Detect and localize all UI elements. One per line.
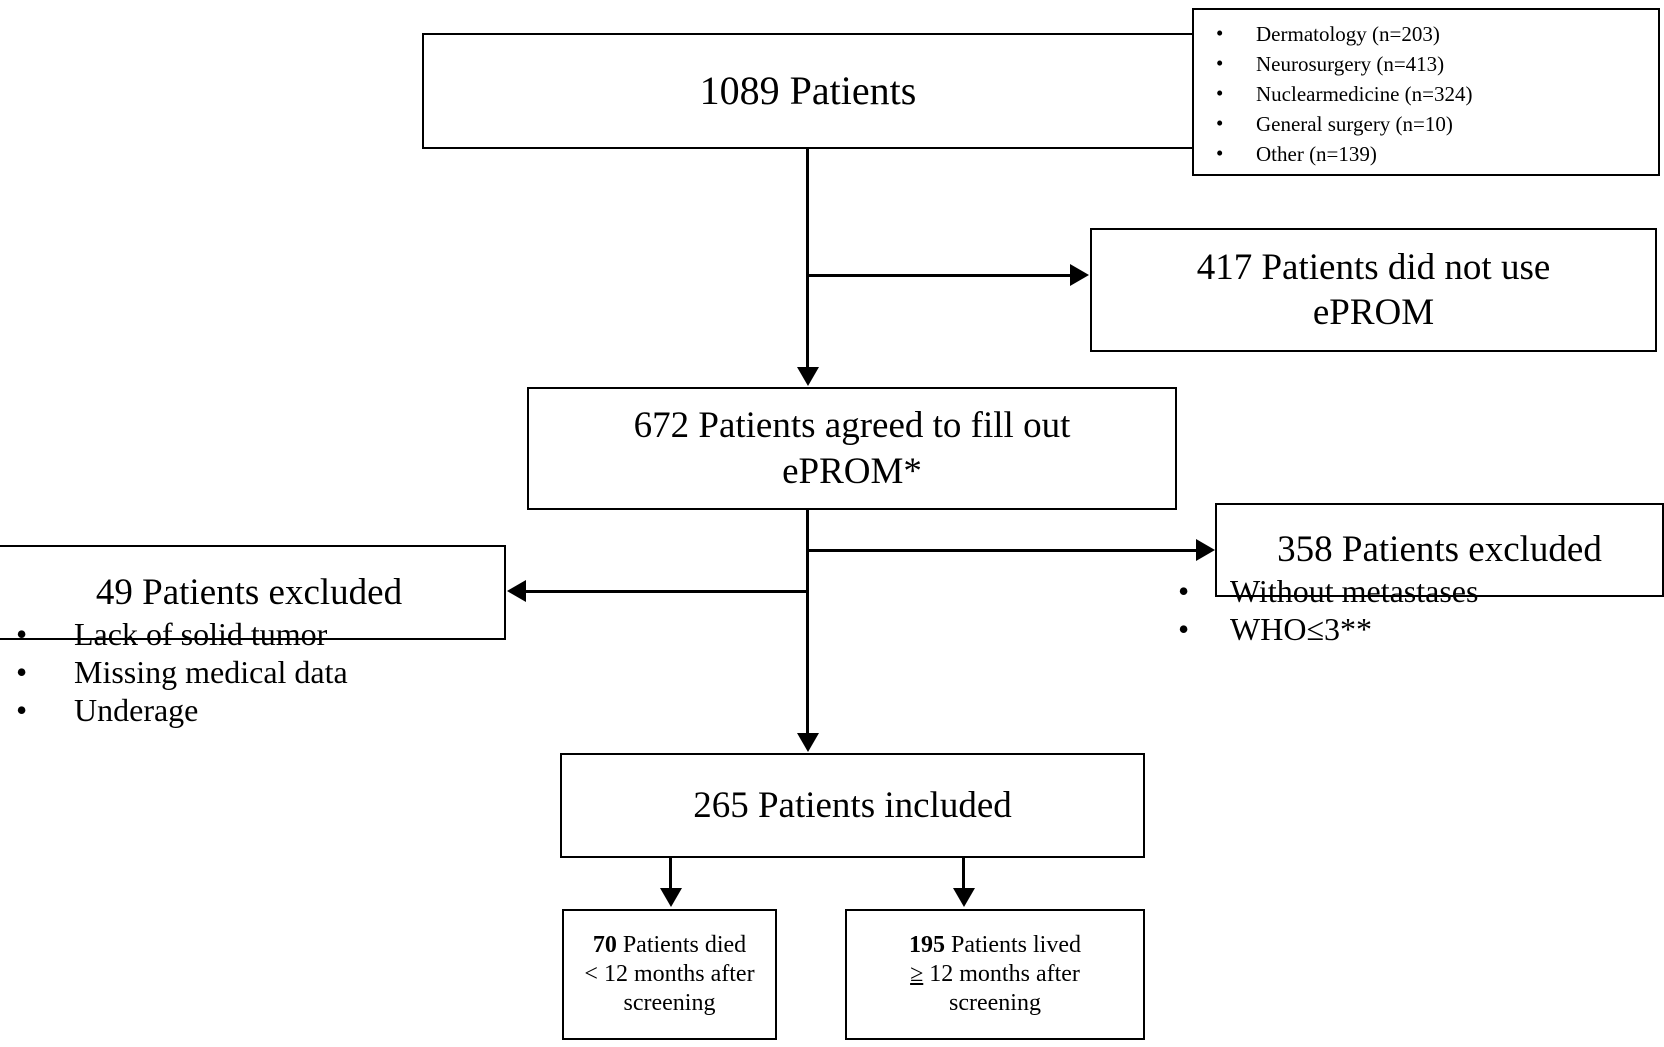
- arrowhead-to-included: [797, 733, 819, 752]
- list-item: • Dermatology (n=203): [1216, 20, 1658, 50]
- node-patients-died: 70 Patients died < 12 months after scree…: [562, 909, 777, 1040]
- bullet-icon: •: [1216, 140, 1224, 165]
- node-did-not-use-eprom-line1: 417 Patients did not use: [1196, 246, 1551, 288]
- connector-included-to-lived: [962, 858, 965, 892]
- node-agreed-to-fill-eprom-text: 672 Patients agreed to fill out ePROM*: [529, 403, 1175, 493]
- node-excluded-358: 358 Patients excluded: [1215, 503, 1664, 597]
- node-patients-lived-line3: screening: [949, 990, 1041, 1017]
- bullet-icon: •: [16, 654, 28, 690]
- arrowhead-to-died: [660, 888, 682, 907]
- node-referral-sources: • Dermatology (n=203) • Neurosurgery (n=…: [1192, 8, 1660, 176]
- node-patients-included-label: 265 Patients included: [693, 784, 1012, 826]
- bullet-icon: •: [1216, 51, 1224, 76]
- node-did-not-use-eprom-line2: ePROM: [1312, 292, 1435, 333]
- node-agreed-to-fill-eprom: 672 Patients agreed to fill out ePROM*: [527, 387, 1177, 510]
- connector-to-excluded-right: [806, 549, 1196, 552]
- node-patients-lived-symbol: ≥: [910, 960, 924, 987]
- node-patients-lived: 195 Patients lived ≥ 12 months after scr…: [845, 909, 1145, 1040]
- bullet-icon: •: [16, 692, 28, 728]
- node-patients-died-line1: Patients died: [616, 931, 747, 958]
- node-patients-died-count: 70: [592, 931, 617, 958]
- connector-to-not-used: [806, 274, 1070, 277]
- arrowhead-to-agreed: [797, 367, 819, 386]
- node-total-patients-label: 1089 Patients: [699, 67, 917, 113]
- node-patients-died-line3: screening: [623, 990, 716, 1017]
- list-item: • Nuclearmedicine (n=324): [1216, 80, 1658, 110]
- excluded-358-reasons-list: • Without metastases • WHO≤3**: [1178, 572, 1478, 648]
- node-patients-included: 265 Patients included: [560, 753, 1145, 858]
- node-patients-lived-text: 195 Patients lived ≥ 12 months after scr…: [847, 931, 1143, 1019]
- node-did-not-use-eprom-text: 417 Patients did not use ePROM: [1092, 245, 1655, 335]
- list-item: • Other (n=139): [1216, 140, 1658, 170]
- list-item: • Underage: [16, 691, 348, 729]
- excluded-49-reasons-list: • Lack of solid tumor • Missing medical …: [16, 615, 348, 729]
- list-item-label: Missing medical data: [74, 654, 348, 690]
- connector-to-excluded-left: [526, 590, 808, 593]
- bullet-icon: •: [1216, 81, 1224, 106]
- list-item-label: Underage: [74, 692, 199, 728]
- referral-sources-list: • Dermatology (n=203) • Neurosurgery (n=…: [1194, 14, 1658, 169]
- list-item: • Lack of solid tumor: [16, 615, 348, 653]
- bullet-icon: •: [1216, 110, 1224, 135]
- node-total-patients: 1089 Patients: [422, 33, 1194, 149]
- node-patients-lived-line1: Patients lived: [945, 931, 1081, 958]
- list-item: • Neurosurgery (n=413): [1216, 50, 1658, 80]
- node-patients-died-text: 70 Patients died < 12 months after scree…: [564, 931, 775, 1019]
- list-item-label: Without metastases: [1230, 573, 1479, 609]
- list-item-label: Neurosurgery (n=413): [1256, 52, 1445, 77]
- bullet-icon: •: [1216, 21, 1224, 46]
- bullet-icon: •: [16, 616, 28, 652]
- list-item-label: Lack of solid tumor: [74, 616, 328, 652]
- bullet-icon: •: [1178, 573, 1190, 609]
- node-patients-lived-line2: 12 months after: [923, 960, 1080, 987]
- node-excluded-49: 49 Patients excluded: [0, 545, 506, 640]
- list-item: • Without metastases: [1178, 572, 1478, 610]
- node-did-not-use-eprom: 417 Patients did not use ePROM: [1090, 228, 1657, 352]
- arrowhead-to-excluded-right: [1196, 539, 1215, 561]
- list-item-label: Nuclearmedicine (n=324): [1256, 82, 1473, 107]
- list-item: • WHO≤3**: [1178, 610, 1478, 648]
- list-item-label: WHO≤3**: [1230, 611, 1372, 647]
- node-excluded-49-label: 49 Patients excluded: [95, 571, 403, 613]
- arrowhead-to-lived: [953, 888, 975, 907]
- node-agreed-line2: ePROM*: [782, 450, 922, 492]
- connector-included-to-died: [669, 858, 672, 892]
- list-item-label: General surgery (n=10): [1256, 111, 1453, 136]
- connector-trunk-upper: [806, 149, 809, 369]
- arrowhead-to-not-used: [1070, 264, 1089, 286]
- node-patients-lived-count: 195: [909, 931, 945, 958]
- node-excluded-358-label: 358 Patients excluded: [1277, 529, 1602, 571]
- list-item-label: Dermatology (n=203): [1256, 22, 1440, 47]
- node-patients-died-line2: < 12 months after: [584, 960, 755, 987]
- node-agreed-line1: 672 Patients agreed to fill out: [633, 405, 1071, 447]
- arrowhead-to-excluded-left: [507, 580, 526, 602]
- list-item: • Missing medical data: [16, 653, 348, 691]
- list-item: • General surgery (n=10): [1216, 110, 1658, 140]
- connector-trunk-lower: [806, 510, 809, 736]
- bullet-icon: •: [1178, 611, 1190, 647]
- list-item-label: Other (n=139): [1256, 141, 1377, 166]
